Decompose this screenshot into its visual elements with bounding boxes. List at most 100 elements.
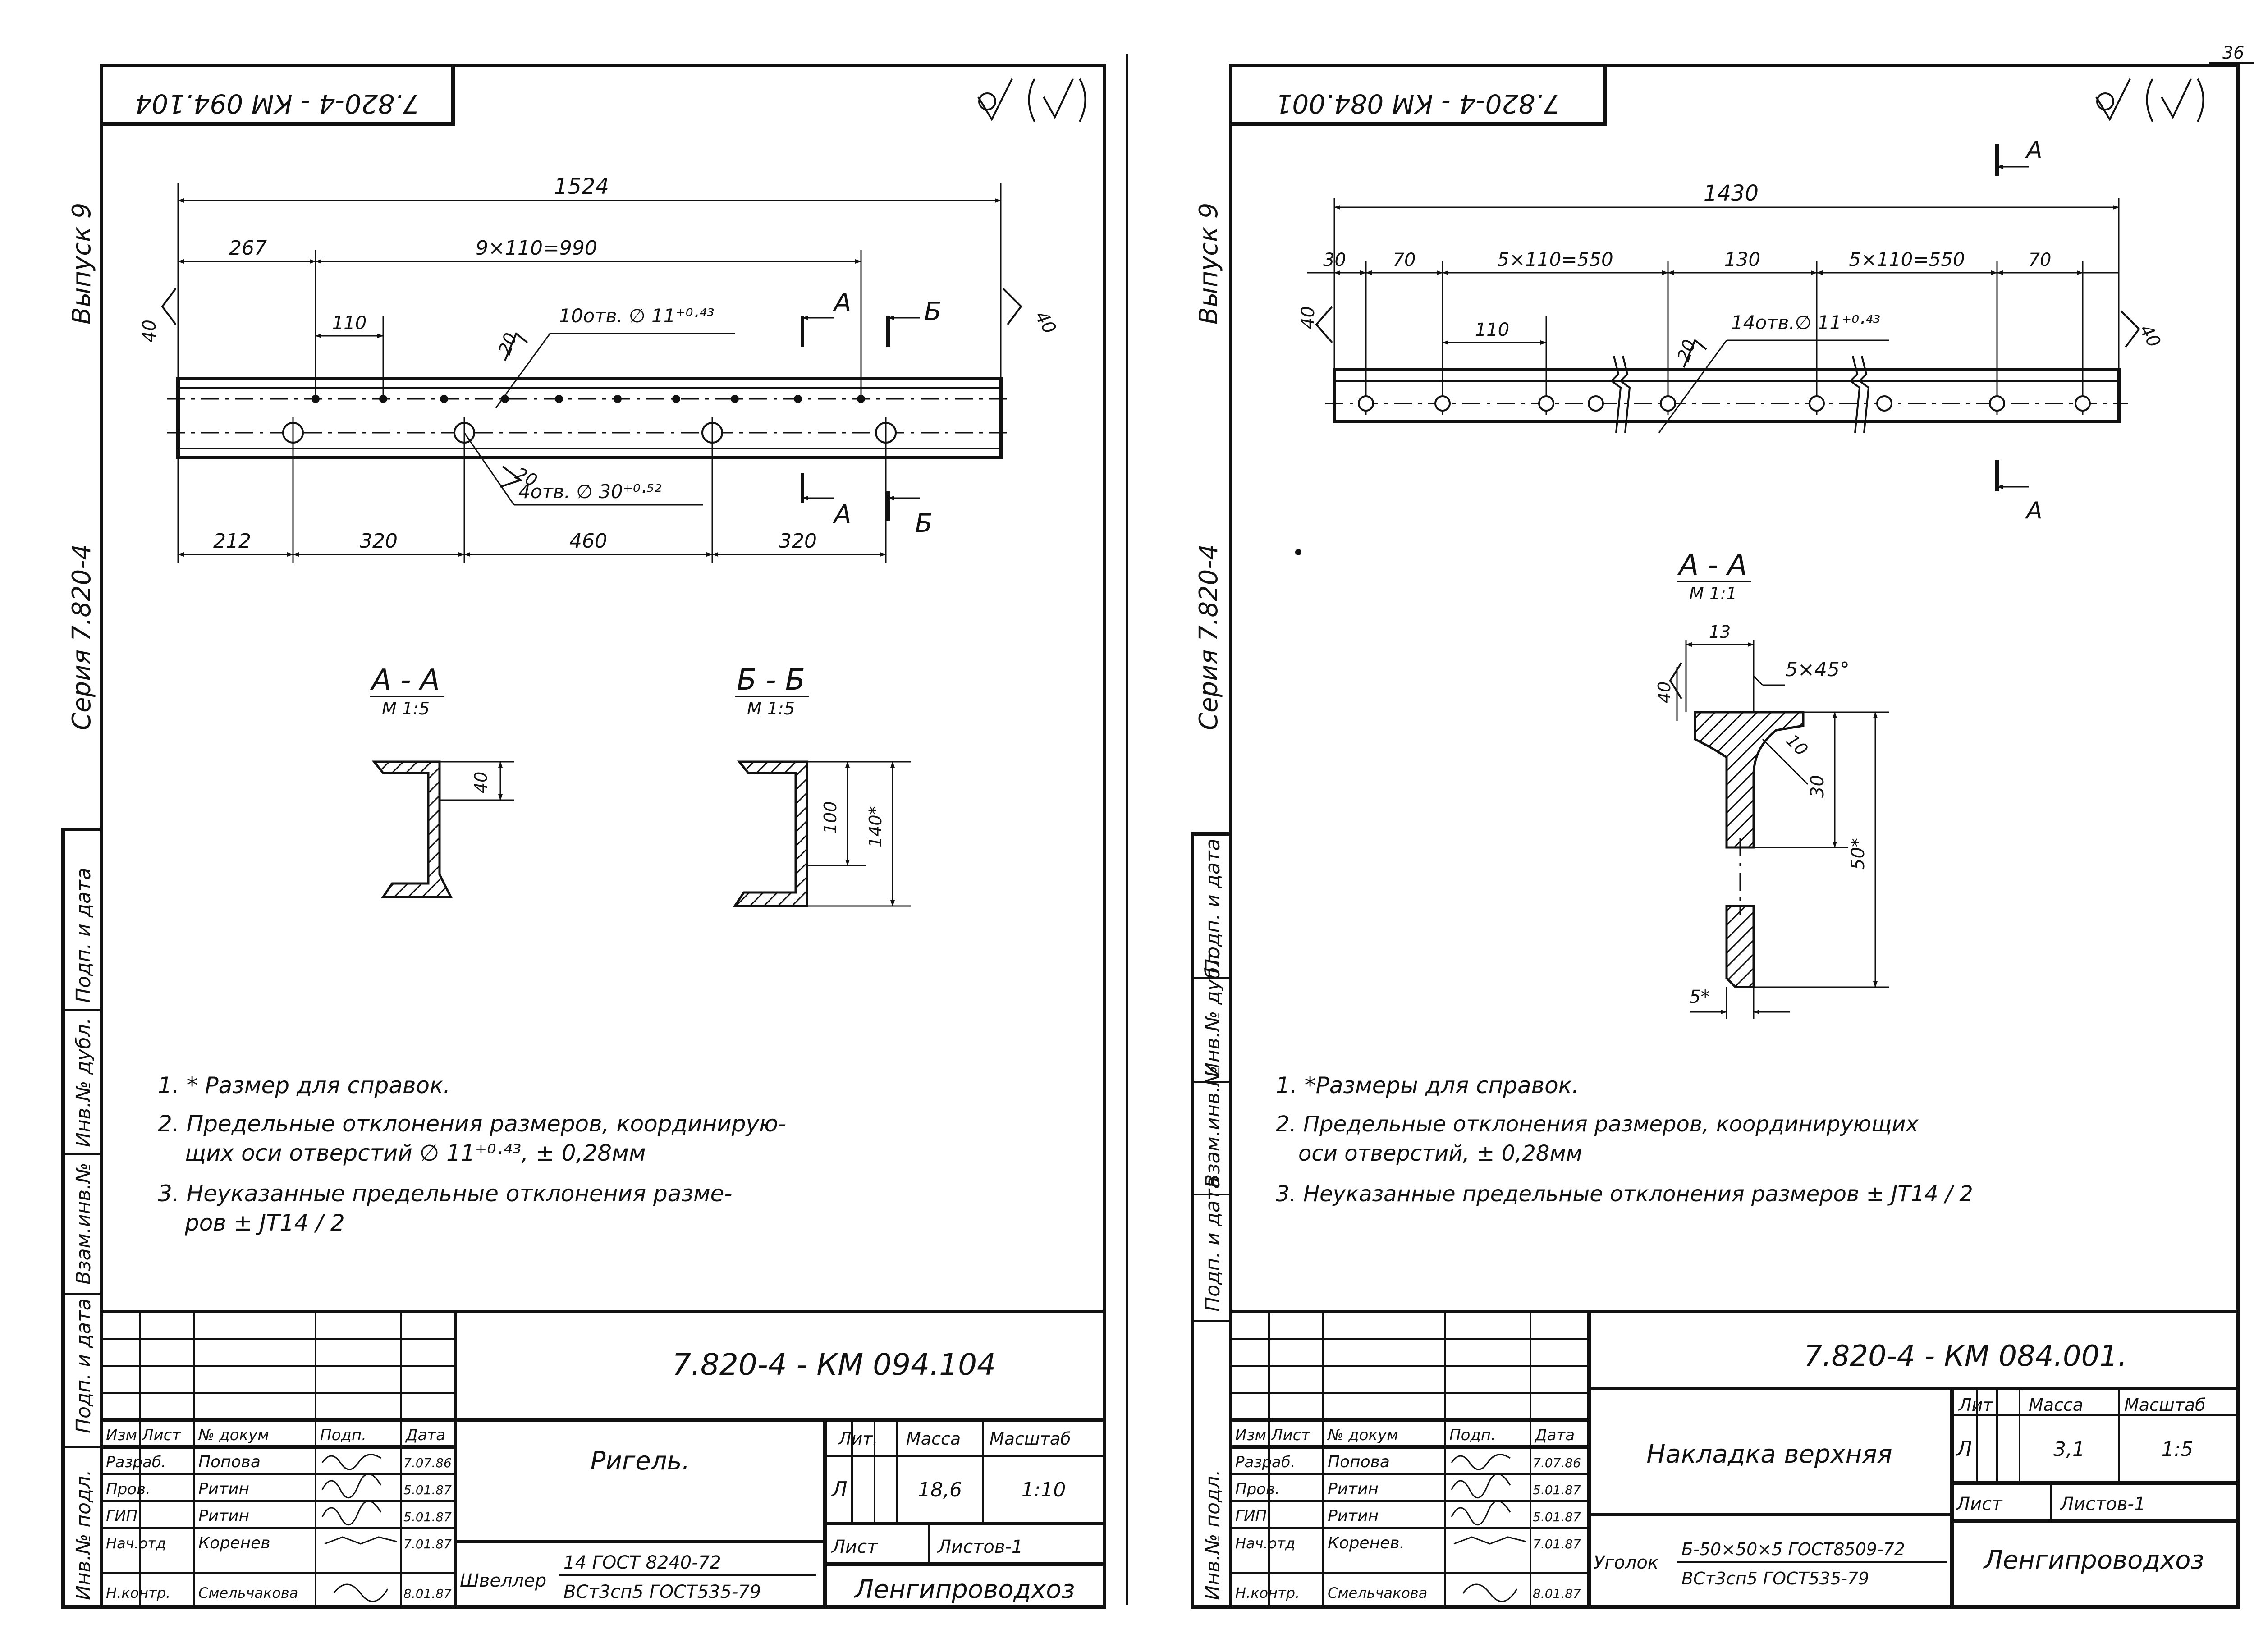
left-callout-small-holes: 10отв. ∅ 11⁺⁰·⁴³ (559, 305, 714, 327)
left-tb-lit-label: Лит. (838, 1429, 878, 1449)
left-small-holes (312, 395, 865, 403)
right-tb-date-2: 5.01.87 (1533, 1483, 1581, 1497)
right-dim-chain-a: 5×110=550 (1497, 248, 1613, 270)
left-tb-scale-value: 1:10 (1022, 1478, 1066, 1501)
left-dim-320b: 320 (779, 530, 817, 553)
right-mark-a-top: А (2025, 137, 2043, 164)
left-note-3a: 3. Неуказанные предельные отклонения раз… (158, 1181, 732, 1207)
right-tb-header-doc: № докум (1327, 1426, 1398, 1444)
left-dim-460: 460 (569, 530, 607, 553)
left-notes: 1. * Размер для справок. 2. Предельные о… (158, 1072, 786, 1236)
left-section-marks: А А Б Б (801, 288, 941, 538)
right-mark-a-bottom: А (2025, 497, 2043, 524)
left-mark-a-top: А (833, 288, 851, 317)
right-stamp-number: 7.820-4 - КМ 084.001 (1275, 88, 1560, 119)
left-dim-320a: 320 (360, 530, 398, 553)
left-tb-mass-label: Масса (906, 1429, 961, 1449)
left-dim-hole-chain: 9×110=990 (476, 237, 597, 260)
left-tb-header-date: Дата (405, 1426, 445, 1444)
right-tb-role-2: Пров. (1235, 1480, 1280, 1498)
left-section-aa-title: А - А (370, 664, 440, 697)
right-section-aa-scale: М 1:1 (1689, 584, 1737, 604)
left-dim-212: 212 (213, 530, 251, 553)
right-holes (1358, 395, 2091, 412)
left-mark-b-top: Б (924, 297, 941, 326)
left-dim-left-offset: 267 (229, 237, 267, 260)
left-section-bb-title: Б - Б (737, 664, 805, 697)
right-tb-header-sign: Подп. (1449, 1426, 1496, 1444)
left-tb-header-izm: Изм (106, 1426, 137, 1444)
left-title-block: Изм Лист № докум Подп. Дата Разраб. Попо… (100, 1310, 1106, 1609)
right-issue-label: Выпуск 9 (1194, 203, 1223, 325)
right-tb-lit-label: Лит (1958, 1395, 1993, 1415)
left-tb-material-top: 14 ГОСТ 8240-72 (564, 1552, 721, 1573)
right-dim-chain-b: 5×110=550 (1849, 248, 1965, 270)
right-tb-name-2: Ритин (1328, 1480, 1379, 1498)
left-tb-date-3: 5.01.87 (403, 1510, 452, 1524)
right-side-label-4: Инв.№ дубл. (1201, 948, 1224, 1077)
left-side-label-4: Инв.№ дубл. (72, 1018, 95, 1147)
right-note-2b: оси отверстий, ± 0,28мм (1298, 1141, 1582, 1166)
right-title-block: Изм Лист № докум Подп. Дата Разраб. Попо… (1229, 1310, 2240, 1609)
left-tb-role-5: Н.контр. (106, 1584, 170, 1602)
right-note-2a: 2. Предельные отклонения размеров, коорд… (1276, 1112, 1919, 1137)
right-tb-doc-number: 7.820-4 - КМ 084.001. (1804, 1340, 2127, 1373)
right-tb-product-name: Накладка верхняя (1646, 1440, 1892, 1469)
right-dim-70b: 70 (2029, 250, 2052, 270)
right-tb-role-1: Разраб. (1235, 1453, 1296, 1471)
right-plate-view: 1430 30 70 5×110=550 130 5×110=550 70 11… (1298, 137, 2165, 524)
left-tb-name-5: Смельчакова (198, 1584, 298, 1602)
left-dim-pitch: 110 (332, 313, 367, 334)
left-mark-a-bottom: А (833, 500, 851, 529)
right-section-d50: 50* (1848, 838, 1869, 870)
left-note-2a: 2. Предельные отклонения размеров, коорд… (158, 1111, 786, 1137)
right-roughness-symbol (2095, 78, 2204, 122)
right-tb-signatures (1451, 1454, 1526, 1602)
left-side-label-5: Подп. и дата (72, 868, 95, 1003)
right-tb-name-3: Ритин (1328, 1507, 1379, 1525)
left-stamp-number: 7.820-4 - КМ 094.104 (135, 88, 419, 119)
right-callout-holes: 14отв.∅ 11⁺⁰·⁴³ (1731, 311, 1880, 334)
right-tb-material-top: Б-50×50×5 ГОСТ8509-72 (1681, 1539, 1905, 1559)
right-section-marks: А А (1995, 137, 2043, 524)
page-number: 36 (2222, 43, 2244, 63)
right-tb-org: Ленгипроводхоз (1983, 1546, 2204, 1575)
left-tb-org: Ленгипроводхоз (854, 1575, 1075, 1604)
right-sheet: 7.820-4 - КМ 084.001 Выпуск 9 Серия 7.82… (1191, 64, 2240, 1609)
right-note-3: 3. Неуказанные предельные отклонения раз… (1276, 1181, 1973, 1207)
right-tb-mass-value: 3,1 (2053, 1438, 2085, 1461)
left-tb-header-sign: Подп. (320, 1426, 367, 1444)
left-tb-role-4: Нач.отд (106, 1535, 166, 1552)
left-issue-label: Выпуск 9 (67, 203, 96, 325)
left-section-aa-dim: 40 (471, 772, 491, 793)
right-tb-date-3: 5.01.87 (1533, 1510, 1581, 1524)
right-tb-role-4: Нач.отд (1235, 1535, 1295, 1552)
right-section-d30: 30 (1807, 775, 1828, 798)
left-note-2b: щих оси отверстий ∅ 11⁺⁰·⁴³, ± 0,28мм (185, 1140, 646, 1166)
left-tb-material-bottom: ВСт3сп5 ГОСТ535-79 (564, 1582, 761, 1602)
right-dot-mark (1295, 549, 1301, 555)
right-tb-mass-label: Масса (2029, 1395, 2083, 1415)
left-side-label-1: Инв.№ подл. (72, 1469, 95, 1600)
left-tb-date-1: 7.07.86 (403, 1455, 452, 1470)
right-section-d10: 10 (1782, 730, 1812, 760)
right-dim-70a: 70 (1393, 250, 1416, 270)
left-dim-edge-40-right: 40 (1031, 307, 1060, 338)
left-tb-header-doc: № докум (197, 1426, 269, 1444)
left-callout-large-holes: 4отв. ∅ 30⁺⁰·⁵² (518, 480, 662, 503)
right-tb-name-5: Смельчакова (1328, 1584, 1427, 1602)
left-tb-mass-value: 18,6 (918, 1478, 962, 1501)
left-tb-role-3: ГИП (106, 1507, 137, 1525)
right-tb-date-5: 8.01.87 (1533, 1586, 1581, 1601)
left-mark-b-bottom: Б (915, 509, 932, 538)
left-beam-view: 1524 267 9×110=990 110 40 40 (139, 174, 1060, 563)
left-section-bb-scale: М 1:5 (747, 699, 795, 718)
left-tb-material-prefix: Швеллер (460, 1570, 546, 1591)
right-tb-sheets-label: Листов-1 (2059, 1494, 2145, 1515)
left-tb-date-4: 7.01.87 (403, 1537, 452, 1551)
right-side-label-3: Взам.инв.№ (1201, 1066, 1224, 1188)
right-section-d13: 13 (1709, 622, 1731, 642)
right-tb-name-1: Попова (1328, 1453, 1390, 1471)
left-roughness-symbol (977, 78, 1086, 122)
